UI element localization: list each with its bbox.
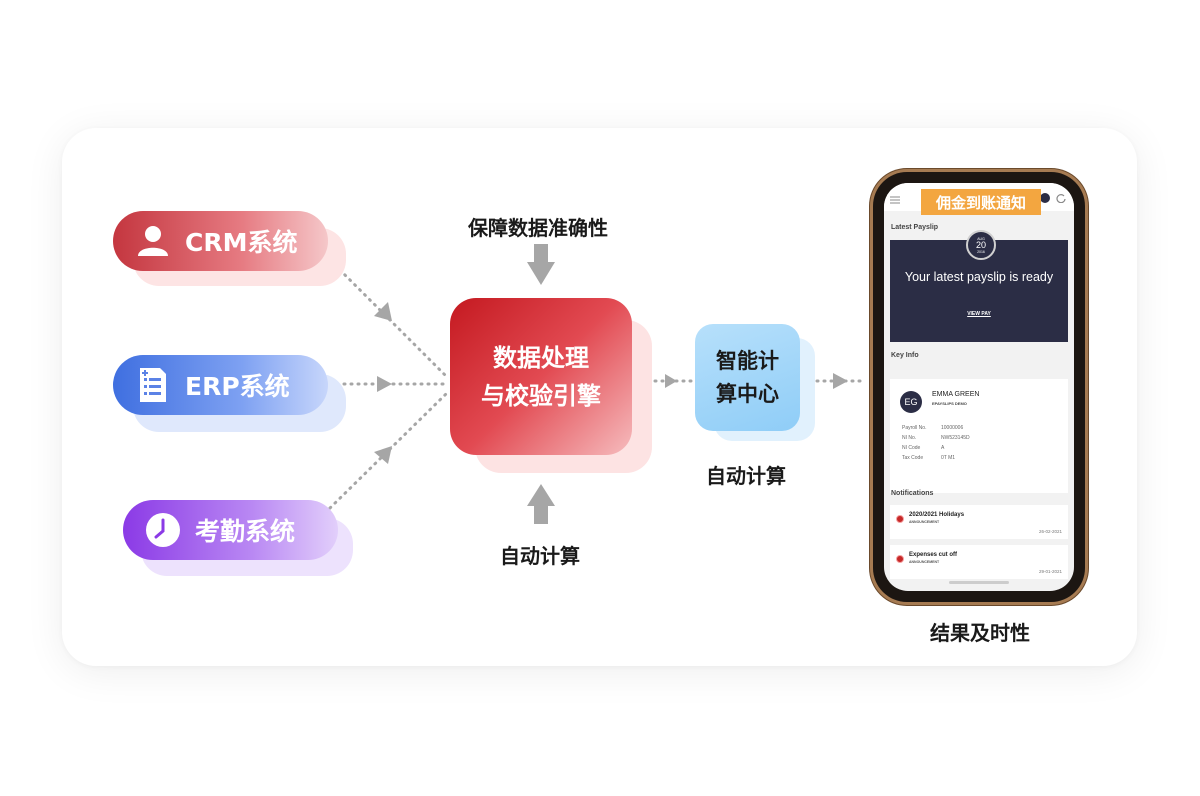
accuracy-label: 保障数据准确性 (468, 216, 608, 240)
key-info-row-value: 10000006 (941, 425, 964, 431)
notification-item[interactable]: Expenses cut off ANNOUNCEMENT 29-01-2021 (890, 545, 1068, 579)
key-info-row-label: Tax Code (902, 455, 924, 461)
arrowhead-attendance (374, 446, 392, 464)
erp-system-pill: ERP系统 (113, 355, 328, 415)
key-info-row-value: NW523145D (941, 435, 970, 441)
key-info-row: Tax Code 0T M1 (902, 455, 955, 461)
attendance-label: 考勤系统 (195, 517, 296, 546)
erp-label: ERP系统 (185, 372, 290, 401)
employee-name: EMMA GREEN (932, 391, 980, 398)
engine-line-2: 与校验引擎 (481, 381, 601, 410)
arrowhead-engine-calc (665, 374, 677, 388)
employee-company: EPAYSLIPS DEMO (932, 401, 967, 406)
result-timeliness-label: 结果及时性 (930, 621, 1030, 645)
view-pay-link[interactable]: VIEW PAY (967, 311, 991, 317)
payslip-message: Your latest payslip is ready (904, 270, 1054, 284)
key-info-row: NI Code A (902, 445, 944, 451)
calc-line-2: 算中心 (716, 381, 779, 406)
date-badge: AUG 20 2016 (966, 230, 996, 260)
engine-line-1: 数据处理 (493, 343, 589, 372)
avatar: EG (900, 391, 922, 413)
payslip-card[interactable]: AUG 20 2016 Your latest payslip is ready… (890, 230, 1068, 342)
calc-line-1: 智能计 (716, 348, 779, 373)
user-icon (133, 221, 173, 261)
refresh-icon[interactable] (1056, 190, 1066, 208)
key-info-row: NI No. NW523145D (902, 435, 970, 441)
key-info-row-value: A (941, 445, 945, 451)
phone-screen: 佣金到账通知 Latest Payslip AUG 20 2016 Your l… (884, 183, 1074, 591)
notification-title: 2020/2021 Holidays (909, 512, 965, 518)
phone-mockup: 佣金到账通知 Latest Payslip AUG 20 2016 Your l… (873, 172, 1085, 602)
commission-notice-banner: 佣金到账通知 (921, 189, 1041, 215)
down-arrow-icon (527, 244, 555, 285)
date-day: 20 (975, 239, 986, 250)
notification-type: ANNOUNCEMENT (909, 560, 940, 564)
notification-item[interactable]: 2020/2021 Holidays ANNOUNCEMENT 26-02-20… (890, 505, 1068, 539)
date-year: 2016 (977, 249, 985, 254)
crm-label: CRM系统 (185, 228, 298, 257)
key-info-row-value: 0T M1 (941, 455, 956, 461)
profile-icon[interactable] (1040, 190, 1050, 208)
key-info-row-label: Payroll No. (902, 425, 927, 431)
notification-date: 26-02-2021 (1038, 529, 1062, 534)
notification-date: 29-01-2021 (1038, 569, 1062, 574)
arrowhead-calc-phone (833, 373, 848, 389)
clock-icon (143, 510, 183, 550)
notifications-heading: Notifications (891, 490, 934, 497)
key-info-row: Payroll No. 10000006 (902, 425, 963, 431)
engine-auto-calc-label: 自动计算 (500, 544, 580, 568)
date-month: AUG (977, 236, 985, 241)
processing-engine-box: 数据处理 与校验引擎 (450, 298, 632, 455)
key-info-row-label: NI No. (902, 435, 917, 441)
calc-auto-calc-label: 自动计算 (706, 464, 786, 488)
arrowhead-crm (374, 302, 392, 321)
announcement-icon (896, 555, 904, 563)
notification-title: Expenses cut off (909, 552, 958, 558)
crm-system-pill: CRM系统 (113, 211, 328, 271)
up-arrow-icon (527, 484, 555, 524)
connector-crm (323, 253, 450, 380)
key-info-card: EG EMMA GREEN EPAYSLIPS DEMO Payroll No.… (890, 379, 1068, 493)
arrowhead-erp (377, 376, 392, 392)
notification-type: ANNOUNCEMENT (909, 520, 940, 524)
announcement-icon (896, 515, 904, 523)
smart-calc-center-box: 智能计 算中心 (695, 324, 800, 431)
menu-icon[interactable] (890, 191, 900, 209)
key-info-heading: Key Info (891, 352, 919, 359)
attendance-system-pill: 考勤系统 (123, 500, 338, 560)
home-indicator (949, 581, 1009, 584)
document-list-icon (133, 365, 173, 405)
latest-payslip-heading: Latest Payslip (891, 224, 939, 231)
key-info-row-label: NI Code (902, 445, 921, 451)
